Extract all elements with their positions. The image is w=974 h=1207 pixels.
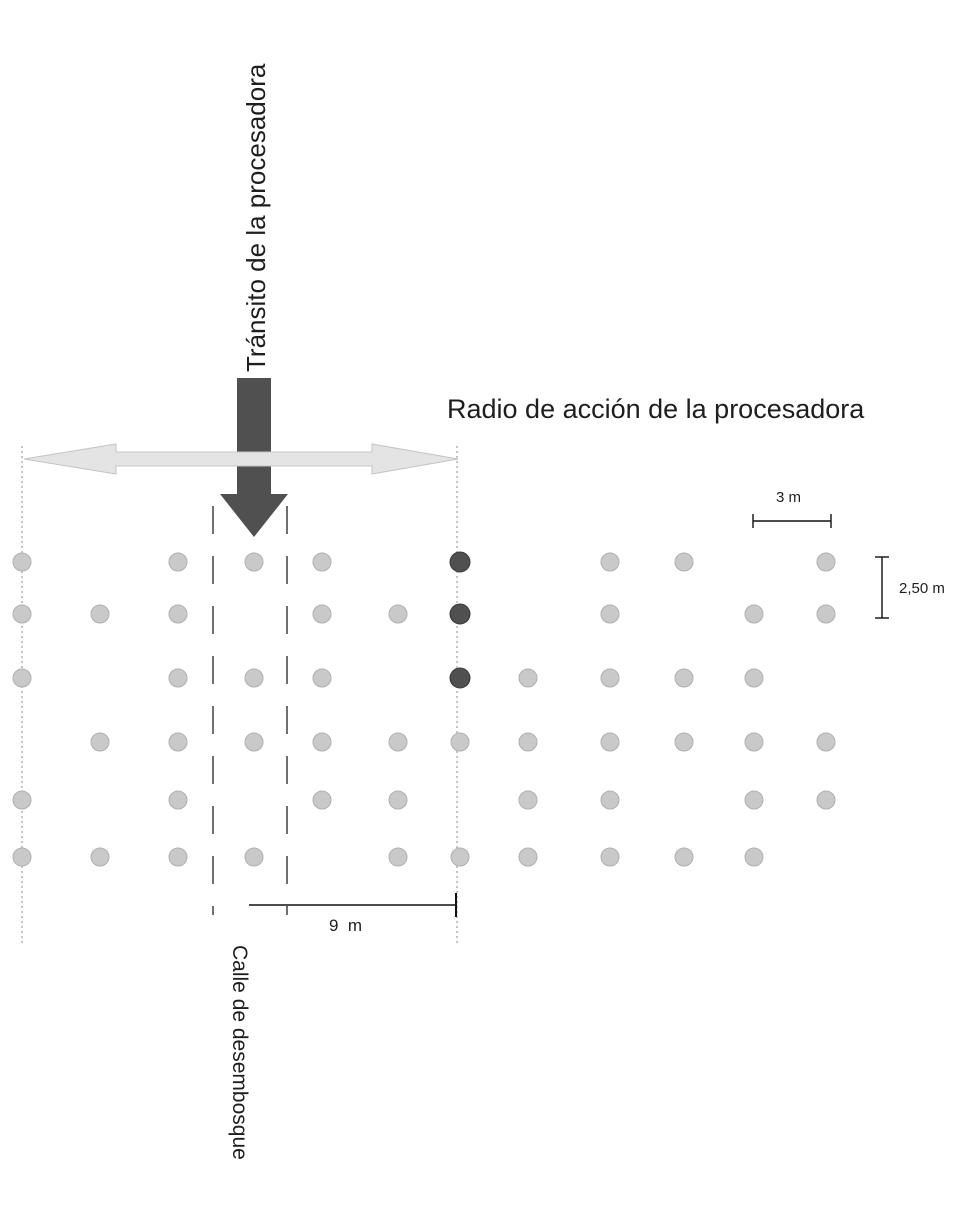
tree-r5-c9 — [600, 790, 620, 810]
tree-r6-c2 — [90, 847, 110, 867]
tree-r5-c6 — [388, 790, 408, 810]
tree-r3-c3 — [168, 668, 188, 688]
row-spacing-label: 2,50 m — [899, 580, 945, 597]
tree-r1-c1 — [12, 552, 32, 572]
tree-r3-c8 — [518, 668, 538, 688]
tree-r2-c2 — [90, 604, 110, 624]
tree-r2-c3 — [168, 604, 188, 624]
tree-r2-c12 — [816, 604, 836, 624]
tree-r6-c10 — [674, 847, 694, 867]
tree-r4-c5 — [312, 732, 332, 752]
tree-r2-c5 — [312, 604, 332, 624]
reach-label: Radio de acción de la procesadora — [447, 394, 865, 424]
tree-r4-c11 — [744, 732, 764, 752]
tree-in-reach-r1-c7 — [449, 551, 471, 573]
tree-r4-c4 — [244, 732, 264, 752]
tree-in-reach-r2-c7 — [449, 603, 471, 625]
tree-r6-c8 — [518, 847, 538, 867]
tree-r6-c3 — [168, 847, 188, 867]
tree-r1-c3 — [168, 552, 188, 572]
tree-r3-c4 — [244, 668, 264, 688]
tree-r6-c1 — [12, 847, 32, 867]
tree-grid — [12, 551, 836, 867]
tree-r5-c8 — [518, 790, 538, 810]
tree-r4-c3 — [168, 732, 188, 752]
tree-r1-c5 — [312, 552, 332, 572]
tree-r6-c6 — [388, 847, 408, 867]
tree-r1-c10 — [674, 552, 694, 572]
tree-r3-c11 — [744, 668, 764, 688]
tree-r1-c12 — [816, 552, 836, 572]
tree-r3-c10 — [674, 668, 694, 688]
tree-r5-c3 — [168, 790, 188, 810]
tree-r4-c7 — [450, 732, 470, 752]
tree-r5-c1 — [12, 790, 32, 810]
tree-r5-c11 — [744, 790, 764, 810]
tree-in-reach-r3-c7 — [449, 667, 471, 689]
tree-r2-c9 — [600, 604, 620, 624]
tree-r6-c7 — [450, 847, 470, 867]
transit-label: Tránsito de la procesadora — [241, 63, 271, 372]
tree-r3-c1 — [12, 668, 32, 688]
tree-r1-c4 — [244, 552, 264, 572]
reach-dimension-label: 9 m — [329, 916, 362, 935]
street-label: Calle de desembosque — [228, 945, 251, 1160]
tree-r2-c6 — [388, 604, 408, 624]
tree-r4-c9 — [600, 732, 620, 752]
tree-r2-c11 — [744, 604, 764, 624]
tree-r4-c10 — [674, 732, 694, 752]
tree-r2-c1 — [12, 604, 32, 624]
tree-spacing-label: 3 m — [776, 489, 801, 506]
tree-r6-c4 — [244, 847, 264, 867]
tree-r4-c12 — [816, 732, 836, 752]
tree-r4-c8 — [518, 732, 538, 752]
tree-r4-c6 — [388, 732, 408, 752]
tree-r6-c11 — [744, 847, 764, 867]
tree-r4-c2 — [90, 732, 110, 752]
tree-r1-c9 — [600, 552, 620, 572]
tree-r6-c9 — [600, 847, 620, 867]
tree-r3-c5 — [312, 668, 332, 688]
tree-r3-c9 — [600, 668, 620, 688]
tree-r5-c12 — [816, 790, 836, 810]
reach-double-arrow — [23, 443, 459, 475]
tree-r5-c5 — [312, 790, 332, 810]
